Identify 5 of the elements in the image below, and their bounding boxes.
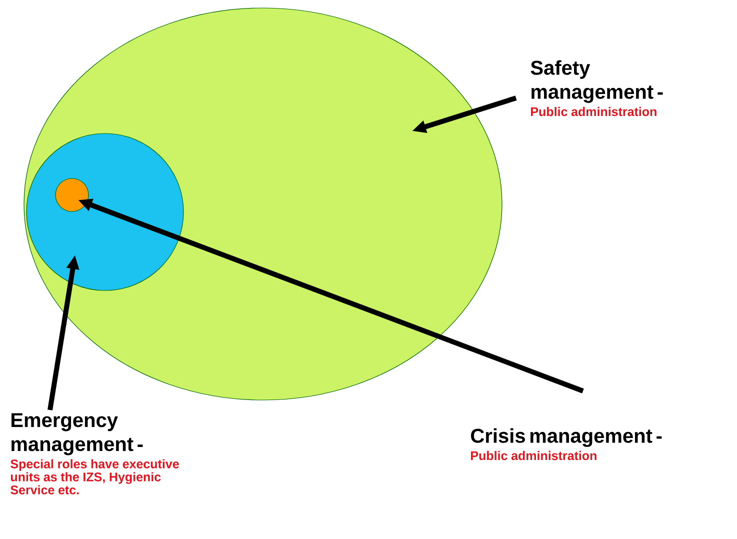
text-label: Crisis management - Public administration <box>471 428 662 460</box>
circle-shape <box>26 133 184 291</box>
text-label: Safety management - Public administration <box>530 60 663 116</box>
circle-shape <box>55 178 89 212</box>
text-label: Emergency management - Special roles have executive units as the IZS, Hygienic Service etc. <box>10 413 179 494</box>
